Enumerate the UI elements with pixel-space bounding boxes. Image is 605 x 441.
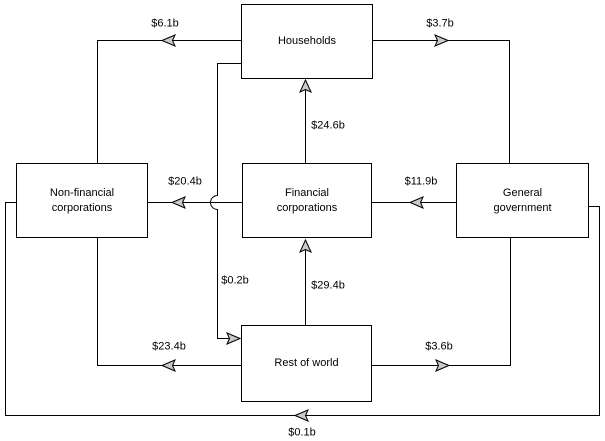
node-households-label: Households [277, 35, 337, 48]
arrowhead-left-icon [408, 196, 424, 209]
arrowhead-left-icon [170, 196, 186, 209]
node-rest-of-world-label: Rest of world [274, 357, 339, 370]
node-financial-corporations: Financial corporations [242, 163, 372, 238]
arrowhead-up-icon [298, 238, 313, 254]
flow-value-rest-of-world-to-general-government: $3.6b [425, 340, 453, 353]
flow-value-general-government-to-non-financial: $0.1b [288, 426, 316, 439]
flow-line-rest-of-world-to-general-government [372, 238, 511, 366]
flow-value-financial-to-non-financial: $20.4b [168, 175, 202, 188]
arrowhead-right-icon [434, 34, 450, 47]
flow-line-households-to-general-government [372, 40, 510, 163]
flow-line-rest-of-world-to-non-financial [97, 238, 241, 366]
arrowhead-up-icon [298, 78, 313, 94]
node-general-government: General government [456, 163, 589, 238]
flow-value-households-to-non-financial: $6.1b [151, 17, 179, 30]
flow-value-households-to-rest-of-world: $0.2b [221, 274, 249, 287]
node-non-financial-corporations-label: Non-financial corporations [49, 187, 115, 214]
arrowhead-right-icon [226, 332, 242, 345]
flow-value-financial-to-households: $24.6b [311, 119, 345, 132]
node-financial-corporations-label: Financial corporations [276, 187, 338, 214]
flow-line-households-to-non-financial [97, 40, 241, 163]
arrowhead-left-icon [293, 409, 309, 422]
flow-value-rest-of-world-to-financial: $29.4b [311, 279, 345, 292]
arrowhead-left-icon [160, 359, 176, 372]
flow-value-general-government-to-financial: $11.9b [404, 175, 438, 188]
arrowhead-left-icon [160, 34, 176, 47]
arrowhead-right-icon [435, 359, 451, 372]
node-general-government-label: General government [493, 187, 552, 214]
flow-line-households-to-rest-of-world [210, 63, 241, 339]
flow-value-households-to-general-government: $3.7b [426, 17, 454, 30]
node-households: Households [241, 4, 373, 79]
node-non-financial-corporations: Non-financial corporations [16, 163, 148, 238]
node-rest-of-world: Rest of world [241, 325, 372, 402]
flow-value-rest-of-world-to-non-financial: $23.4b [152, 340, 186, 353]
